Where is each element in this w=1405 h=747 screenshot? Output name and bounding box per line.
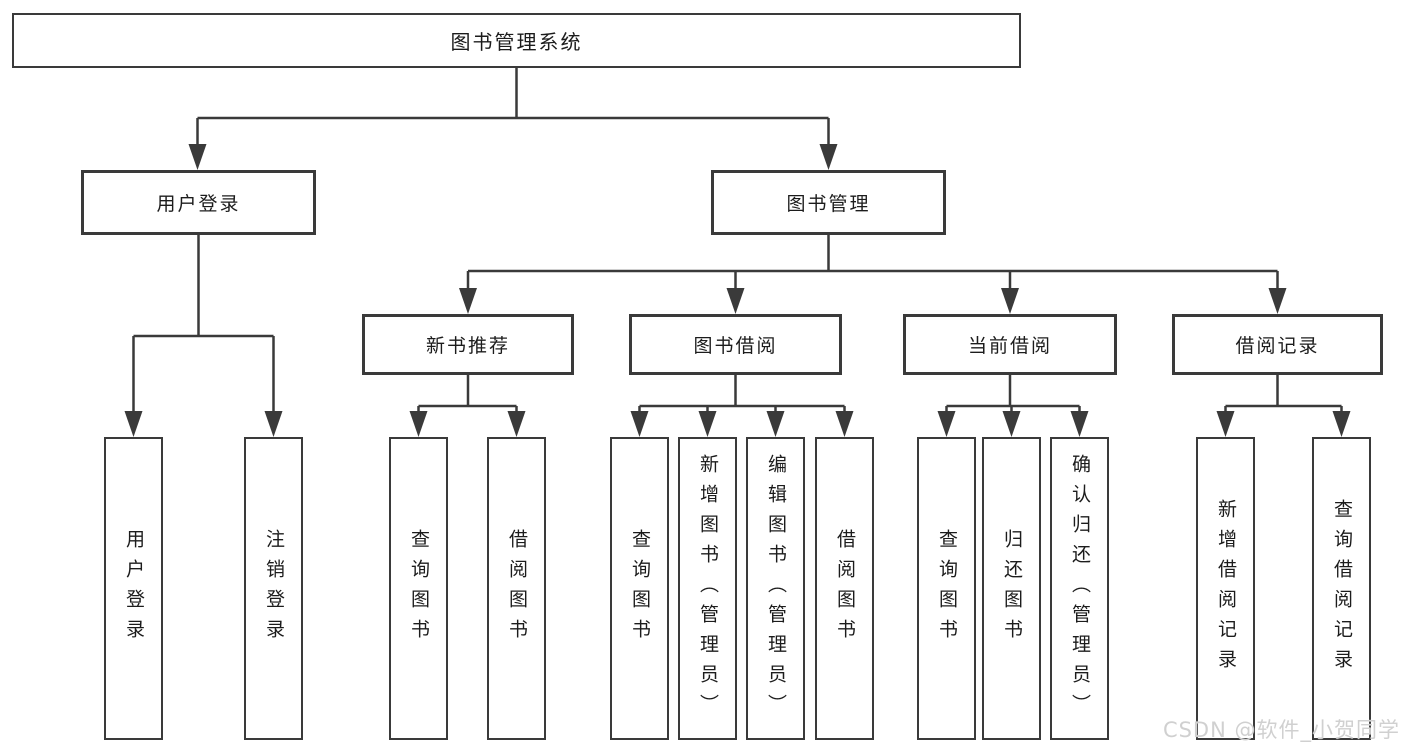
leaf-current-query-books: 查询图书 — [917, 437, 976, 740]
leaf-user-login: 用户登录 — [104, 437, 163, 740]
arrowhead-icon — [264, 411, 283, 437]
node-borrowing-records: 借阅记录 — [1172, 314, 1383, 375]
leaf-records-add-record: 新增借阅记录 — [1196, 437, 1255, 740]
arrowhead-icon — [409, 411, 428, 437]
leaf-logout-label: 注销登录 — [263, 528, 285, 649]
arrowhead-icon — [726, 288, 745, 314]
arrowhead-icon — [188, 144, 207, 170]
arrowhead-icon — [698, 411, 717, 437]
arrowhead-icon — [124, 411, 143, 437]
arrowhead-icon — [1216, 411, 1235, 437]
leaf-current-return-books: 归还图书 — [982, 437, 1041, 740]
leaf-records-add-record-label: 新增借阅记录 — [1215, 498, 1237, 679]
leaf-borrowing-add-books-label: 新增图书（管理员） — [697, 453, 719, 724]
leaf-recommend-borrow-books-label: 借阅图书 — [506, 528, 528, 649]
node-root: 图书管理系统 — [12, 13, 1021, 68]
connector-book-management-children — [466, 235, 1279, 290]
connector-current-borrowing-children — [945, 375, 1081, 414]
node-book-borrowing: 图书借阅 — [629, 314, 842, 375]
arrowhead-icon — [819, 144, 838, 170]
leaf-current-confirm-return-label: 确认归还（管理员） — [1069, 453, 1091, 724]
leaf-recommend-query-books-label: 查询图书 — [408, 528, 430, 649]
node-book-management-label: 图书管理 — [786, 193, 871, 215]
leaf-recommend-borrow-books: 借阅图书 — [487, 437, 546, 740]
arrowhead-icon — [835, 411, 854, 437]
node-new-book-recommend-label: 新书推荐 — [425, 335, 510, 357]
leaf-records-query-record-label: 查询借阅记录 — [1331, 498, 1353, 679]
leaf-current-return-books-label: 归还图书 — [1001, 528, 1023, 649]
arrowhead-icon — [630, 411, 649, 437]
leaf-logout: 注销登录 — [244, 437, 303, 740]
arrowhead-icon — [1070, 411, 1089, 437]
arrowhead-icon — [1332, 411, 1351, 437]
node-root-label: 图书管理系统 — [450, 30, 583, 54]
arrowhead-icon — [1268, 288, 1287, 314]
csdn-watermark: CSDN @软件_小贺同学 — [1162, 718, 1400, 742]
connector-user-login-children — [132, 235, 275, 413]
arrowhead-icon — [507, 411, 526, 437]
arrowhead-icon — [937, 411, 956, 437]
arrowhead-icon — [1002, 411, 1021, 437]
leaf-borrowing-query-books-label: 查询图书 — [629, 528, 651, 649]
leaf-borrowing-edit-books-label: 编辑图书（管理员） — [765, 453, 787, 724]
node-borrowing-records-label: 借阅记录 — [1235, 335, 1320, 357]
leaf-current-confirm-return: 确认归还（管理员） — [1050, 437, 1109, 740]
leaf-borrowing-borrow-books-label: 借阅图书 — [834, 528, 856, 649]
node-user-login: 用户登录 — [81, 170, 316, 235]
node-book-management: 图书管理 — [711, 170, 946, 235]
leaf-borrowing-edit-books: 编辑图书（管理员） — [746, 437, 805, 740]
arrowhead-icon — [1001, 288, 1019, 314]
arrowhead-icon — [766, 411, 785, 437]
leaf-borrowing-query-books: 查询图书 — [610, 437, 669, 740]
connector-borrowing-records-children — [1224, 375, 1343, 414]
leaf-borrowing-add-books: 新增图书（管理员） — [678, 437, 737, 740]
leaf-recommend-query-books: 查询图书 — [389, 437, 448, 740]
connector-root-children — [196, 68, 830, 146]
leaf-current-query-books-label: 查询图书 — [936, 528, 958, 649]
leaf-records-query-record: 查询借阅记录 — [1312, 437, 1371, 740]
connector-new-book-recommend-children — [417, 375, 518, 414]
node-user-login-label: 用户登录 — [156, 193, 241, 215]
node-new-book-recommend: 新书推荐 — [362, 314, 574, 375]
node-current-borrowing-label: 当前借阅 — [967, 335, 1052, 357]
node-book-borrowing-label: 图书借阅 — [693, 335, 778, 357]
arrowhead-icon — [459, 288, 477, 314]
node-current-borrowing: 当前借阅 — [903, 314, 1117, 375]
leaf-user-login-label: 用户登录 — [123, 528, 145, 649]
connector-book-borrowing-children — [638, 375, 846, 414]
leaf-borrowing-borrow-books: 借阅图书 — [815, 437, 874, 740]
